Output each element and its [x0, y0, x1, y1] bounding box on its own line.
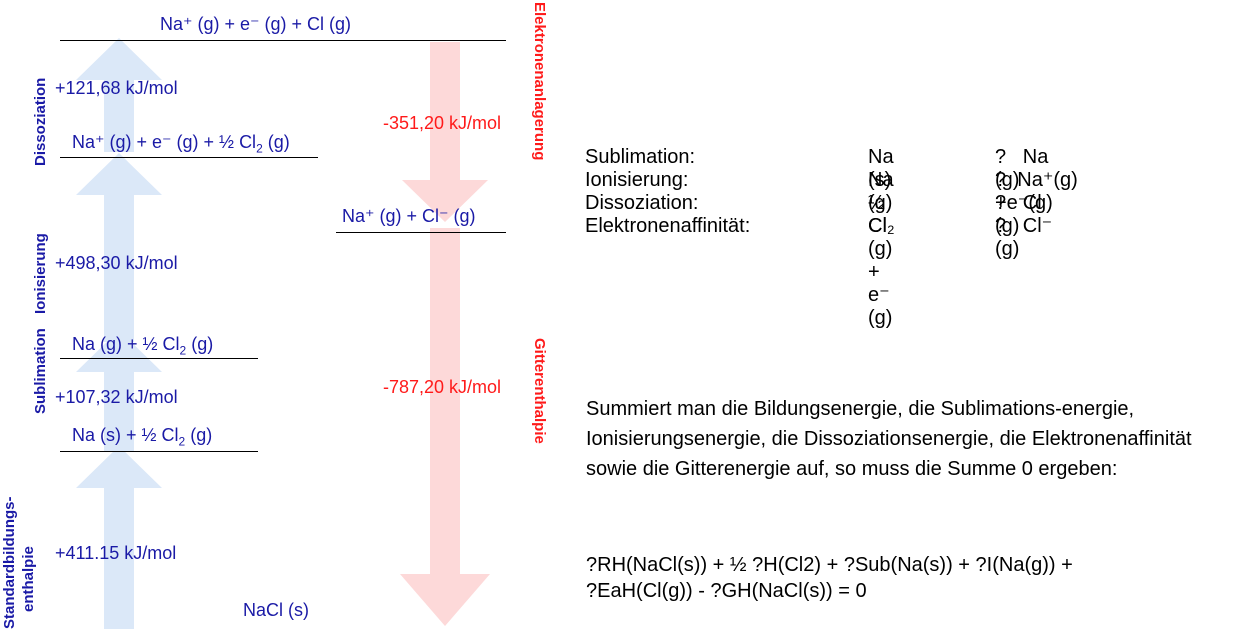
- equation-line-2: ?EaH(Cl(g)) - ?GH(NaCl(s)) = 0: [586, 580, 867, 602]
- formation-step-label-1: Standardbildungs-: [1, 496, 18, 629]
- level-after-ionisation-label: Na⁺ (g) + e⁻ (g) + ½ Cl2 (g): [72, 132, 290, 156]
- formation-step-label-2: enthalpie: [20, 546, 37, 612]
- reaction-left: Cl (g) + e⁻ (g): [868, 215, 893, 329]
- level-line-elements: [60, 451, 258, 452]
- reaction-left: Na (g): [868, 169, 894, 214]
- reaction-arrow: ? Na⁺(g) +e⁻(g): [995, 169, 1078, 214]
- dissociation-step-label: Dissoziation: [32, 77, 49, 166]
- level-line-ion-pair: [336, 232, 506, 233]
- ionisation-energy: +498,30 kJ/mol: [55, 253, 178, 273]
- dissociation-energy: +121,68 kJ/mol: [55, 78, 178, 98]
- electron-affinity-step-label: Elektronenanlagerung: [531, 2, 548, 161]
- ionisation-arrow: [76, 153, 162, 342]
- electron-affinity-arrow: [402, 42, 488, 222]
- level-line-top: [60, 40, 506, 41]
- dissociation-arrow: [76, 38, 162, 152]
- reaction-name: Ionisierung:: [585, 169, 689, 191]
- formation-energy: +411.15 kJ/mol: [55, 543, 177, 563]
- reaction-name: Elektronenaffinität:: [585, 215, 751, 237]
- level-line-after-ionisation: [60, 157, 318, 158]
- sublimation-step-label: Sublimation: [32, 328, 49, 414]
- level-after-sublimation-label: Na (g) + ½ Cl2 (g): [72, 334, 214, 358]
- reaction-name: Sublimation:: [585, 146, 696, 168]
- reaction-name: Dissoziation:: [585, 192, 699, 214]
- reaction-arrow: ? Na (g): [995, 146, 1049, 191]
- lattice-step-label: Gitterenthalpie: [531, 338, 548, 444]
- reaction-arrow: ? Cl (g): [995, 192, 1042, 237]
- level-elements-label: Na (s) + ½ Cl2 (g): [72, 425, 213, 449]
- level-top-label: Na⁺ (g) + e⁻ (g) + Cl (g): [160, 14, 352, 34]
- level-line-after-sublimation: [60, 358, 258, 359]
- ionisation-step-label: Ionisierung: [32, 233, 49, 314]
- level-bottom-label: NaCl (s): [243, 600, 309, 620]
- formation-arrow: [76, 446, 162, 629]
- reaction-left: ½ Cl₂: [868, 192, 895, 237]
- born-haber-equation: ?RH(NaCl(s)) + ½ ?H(Cl2) + ?Sub(Na(s)) +…: [586, 552, 1073, 604]
- equation-line-1: ?RH(NaCl(s)) + ½ ?H(Cl2) + ?Sub(Na(s)) +…: [586, 554, 1073, 576]
- reaction-left: Na (s): [868, 146, 894, 191]
- sublimation-energy: +107,32 kJ/mol: [55, 387, 178, 407]
- reaction-arrow: ? Cl⁻ (g): [995, 215, 1053, 260]
- lattice-arrow: [400, 228, 490, 626]
- summary-paragraph: Summiert man die Bildungsenergie, die Su…: [586, 398, 1192, 480]
- electron-affinity-energy: -351,20 kJ/mol: [383, 113, 502, 133]
- lattice-energy: -787,20 kJ/mol: [383, 377, 502, 397]
- level-ion-pair-label: Na⁺ (g) + Cl⁻ (g): [342, 206, 476, 226]
- sublimation-arrow: [76, 330, 162, 452]
